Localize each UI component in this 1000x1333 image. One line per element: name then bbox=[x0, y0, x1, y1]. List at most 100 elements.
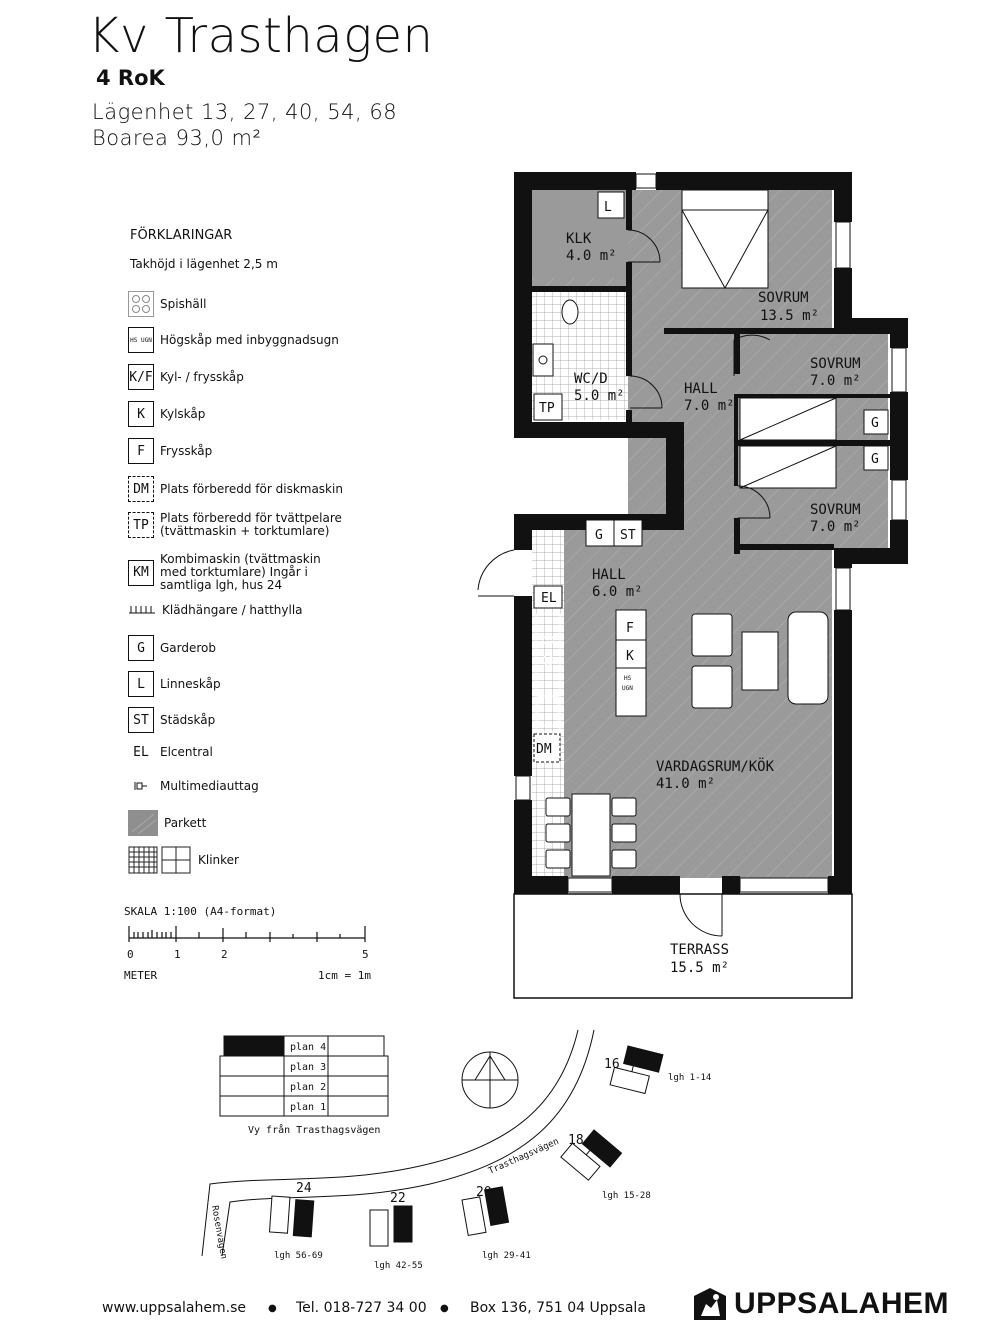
stove-icon bbox=[128, 291, 154, 317]
legend-item-linen: L Linneskåp bbox=[128, 671, 221, 697]
floor-plan: L TP G ST EL F K DM HS UGN G G KLK 4.0 m… bbox=[477, 172, 908, 999]
legend-item-electrical: EL Elcentral bbox=[128, 745, 213, 760]
room-area-terrass: 15.5 m² bbox=[670, 960, 729, 976]
coat-rack-icon bbox=[128, 603, 156, 617]
legend-item-stove: Spishäll bbox=[128, 291, 206, 317]
room-name-terrass: TERRASS bbox=[670, 942, 729, 958]
site-buildings bbox=[268, 1045, 664, 1247]
legend-item-media: Multimediauttag bbox=[128, 779, 259, 793]
legend-label: Klädhängare / hatthylla bbox=[162, 602, 303, 617]
floor-label-4: plan 4 bbox=[290, 1042, 326, 1053]
plan-symbol-G2: G bbox=[871, 416, 879, 431]
room-area-wc: 5.0 m² bbox=[574, 388, 625, 404]
elevation-diagram: plan 4 plan 3 plan 2 plan 1 Vy från Tras… bbox=[219, 1035, 389, 1136]
fridge-freezer-icon: K/F bbox=[128, 364, 154, 390]
wardrobe-icon: G bbox=[128, 635, 154, 661]
room-area-vardagsrum: 41.0 m² bbox=[656, 776, 715, 792]
electrical-panel-icon: EL bbox=[133, 745, 149, 760]
legend-label: Linneskåp bbox=[160, 676, 221, 691]
floor-label-2: plan 2 bbox=[290, 1082, 326, 1093]
room-name-vardagsrum: VARDAGSRUM/KÖK bbox=[656, 757, 775, 775]
plan-symbol-TP: TP bbox=[539, 401, 555, 416]
building-num-18: 18 bbox=[568, 1133, 584, 1148]
legend-label: Högskåp med inbyggnadsugn bbox=[160, 332, 339, 347]
room-name-hall-2: HALL bbox=[592, 567, 626, 583]
room-area-hall-2: 6.0 m² bbox=[592, 584, 643, 600]
room-name-sovrum-2: SOVRUM bbox=[810, 356, 861, 372]
room-name-sovrum-1: SOVRUM bbox=[758, 290, 809, 306]
scale-tick-5: 5 bbox=[362, 948, 369, 961]
scale-tick-0: 0 bbox=[127, 948, 134, 961]
footer-dot-2: ● bbox=[440, 1303, 449, 1314]
washer-tower-icon: TP bbox=[128, 512, 154, 538]
legend-label: Städskåp bbox=[160, 712, 216, 727]
legend-label: Kombimaskin (tvättmaskin med torktumlare… bbox=[160, 552, 321, 592]
freezer-icon: F bbox=[128, 438, 154, 464]
room-area-hall-1: 7.0 m² bbox=[684, 398, 735, 414]
footer-dot-1: ● bbox=[268, 1303, 277, 1314]
combi-machine-icon: KM bbox=[128, 559, 154, 586]
site-map: Trasthagsvägen Rosenvägen 16 18 20 bbox=[201, 1029, 711, 1271]
legend-label: Spishäll bbox=[160, 296, 207, 311]
legend-label: Plats förberedd för diskmaskin bbox=[160, 481, 343, 496]
legend-heading: FÖRKLARINGAR bbox=[130, 228, 233, 243]
room-area-klk: 4.0 m² bbox=[566, 248, 617, 264]
legend-item-tile: Klinker bbox=[128, 846, 239, 874]
road-label-trasthagsvagen: Trasthagsvägen bbox=[487, 1137, 560, 1177]
plan-symbol-L: L bbox=[604, 200, 612, 215]
building-lgh-22: lgh 42-55 bbox=[374, 1261, 423, 1271]
uppsalahem-logo-icon bbox=[694, 1288, 726, 1320]
legend-item-cleaning: ST Städskåp bbox=[128, 707, 215, 733]
media-outlet-icon bbox=[128, 779, 154, 793]
footer-web[interactable]: www.uppsalahem.se bbox=[102, 1300, 246, 1316]
legend-item-freezer: F Frysskåp bbox=[128, 438, 212, 464]
plan-symbol-G: G bbox=[595, 528, 603, 543]
building-24 bbox=[268, 1195, 315, 1238]
plan-symbol-G3: G bbox=[871, 452, 879, 467]
room-name-wc: WC/D bbox=[574, 371, 608, 387]
building-lgh-18: lgh 15-28 bbox=[602, 1191, 651, 1201]
dishwasher-icon: DM bbox=[128, 476, 154, 502]
legend-item-combi: KM Kombimaskin (tvättmaskin med torktuml… bbox=[128, 553, 350, 592]
cleaning-cabinet-icon: ST bbox=[128, 707, 154, 733]
legend-item-washer: TP Plats förberedd för tvättpelare (tvät… bbox=[128, 512, 360, 538]
legend-item-parquet: Parkett bbox=[128, 810, 206, 836]
plan-symbol-EL: EL bbox=[541, 591, 557, 606]
terrace-outline bbox=[513, 893, 853, 999]
footer-phone: Tel. 018-727 34 00 bbox=[296, 1300, 427, 1316]
room-area-sovrum-3: 7.0 m² bbox=[810, 519, 861, 535]
room-area-sovrum-1: 13.5 m² bbox=[760, 308, 819, 324]
fridge-icon: K bbox=[128, 401, 154, 427]
page-title: Kv Trasthagen bbox=[88, 8, 434, 64]
scale-tick-1: 1 bbox=[174, 948, 181, 961]
room-area-sovrum-2: 7.0 m² bbox=[810, 373, 861, 389]
legend-label: Garderob bbox=[160, 640, 217, 655]
living-area: Boarea 93,0 m² bbox=[92, 126, 262, 150]
plan-symbol-HS: HS bbox=[624, 675, 632, 682]
tile-icon bbox=[128, 846, 192, 874]
apartment-numbers: Lägenhet 13, 27, 40, 54, 68 bbox=[92, 100, 398, 124]
building-16 bbox=[609, 1045, 664, 1095]
legend-label: Frysskåp bbox=[160, 443, 213, 458]
building-num-24: 24 bbox=[296, 1181, 312, 1196]
legend-label: Elcentral bbox=[160, 745, 213, 759]
plan-symbol-UGN: UGN bbox=[622, 685, 633, 692]
scale-tick-2: 2 bbox=[221, 948, 228, 961]
legend-label: Plats förberedd för tvättpelare (tvättma… bbox=[160, 511, 342, 538]
brand-logo: UPPSALAHEM bbox=[692, 1286, 949, 1322]
legend-item-wardrobe: G Garderob bbox=[128, 635, 216, 661]
legend-item-fridge: K Kylskåp bbox=[128, 401, 205, 427]
legend-label: Klinker bbox=[198, 852, 239, 867]
plan-symbol-ST: ST bbox=[620, 528, 636, 543]
ceiling-height: Takhöjd i lägenhet 2,5 m bbox=[130, 257, 278, 271]
building-num-20: 20 bbox=[476, 1185, 492, 1200]
building-18 bbox=[560, 1129, 623, 1181]
building-num-16: 16 bbox=[604, 1057, 620, 1072]
legend-item-fridge-freezer: K/F Kyl- / frysskåp bbox=[128, 364, 244, 390]
building-lgh-16: lgh 1-14 bbox=[668, 1073, 711, 1083]
legend-label: Multimediauttag bbox=[160, 778, 259, 793]
legend-item-coat-rack: Klädhängare / hatthylla bbox=[128, 603, 303, 617]
plan-symbol-K: K bbox=[626, 649, 634, 664]
scale-bar bbox=[128, 926, 366, 942]
floor-label-3: plan 3 bbox=[290, 1062, 326, 1073]
